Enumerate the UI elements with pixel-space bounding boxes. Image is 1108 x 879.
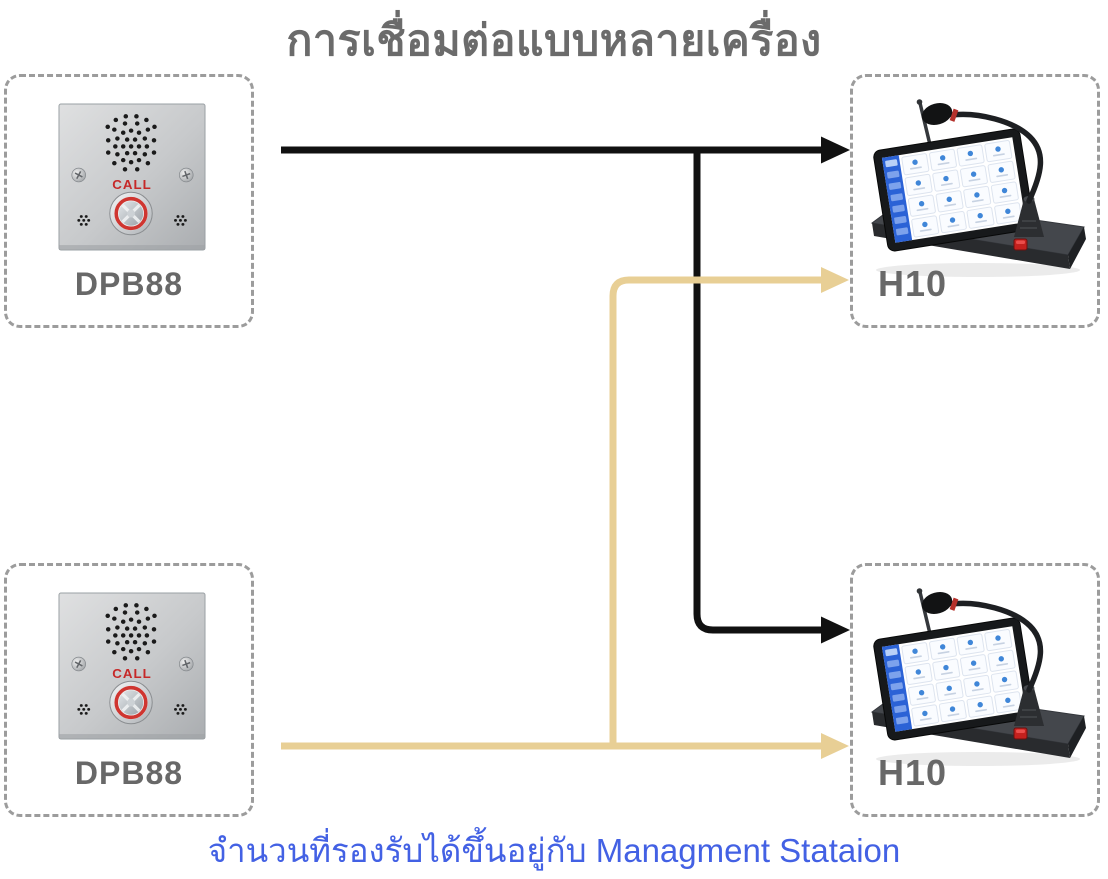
diagram-title: การเชื่อมต่อแบบหลายเครื่อง — [286, 17, 822, 65]
connection-dpb88bottom-to-h10top — [609, 276, 821, 746]
device-box-h10-bottom: H10 — [850, 563, 1100, 817]
dpb88-device-image — [58, 103, 206, 251]
h10-device-image — [856, 89, 1098, 289]
yellow-arrowheads — [821, 267, 849, 759]
device-box-dpb88-top: DPB88 — [4, 74, 254, 328]
yellow-connection-lines — [281, 276, 821, 750]
dpb88-device-image — [58, 592, 206, 740]
device-label-dpb88-top: DPB88 — [74, 266, 184, 302]
device-label-dpb88-bottom: DPB88 — [74, 755, 184, 791]
connection-dpb88top-to-h10bottom — [693, 150, 823, 634]
black-connection-lines — [281, 146, 823, 634]
device-box-h10-top: H10 — [850, 74, 1100, 328]
arrowhead-into-h10-bottom-yellow — [821, 733, 849, 759]
black-arrowheads — [821, 136, 850, 644]
h10-device-image — [856, 578, 1098, 778]
device-box-dpb88-bottom: DPB88 — [4, 563, 254, 817]
device-label-h10-top: H10 — [878, 263, 948, 304]
arrowhead-into-h10-top-yellow — [821, 267, 849, 293]
arrowhead-into-h10-top — [821, 136, 850, 164]
device-label-h10-bottom: H10 — [878, 752, 948, 793]
diagram-caption: จำนวนที่รองรับได้ขึ้นอยู่กับ Managment S… — [207, 832, 901, 869]
arrowhead-into-h10-bottom — [821, 616, 850, 644]
